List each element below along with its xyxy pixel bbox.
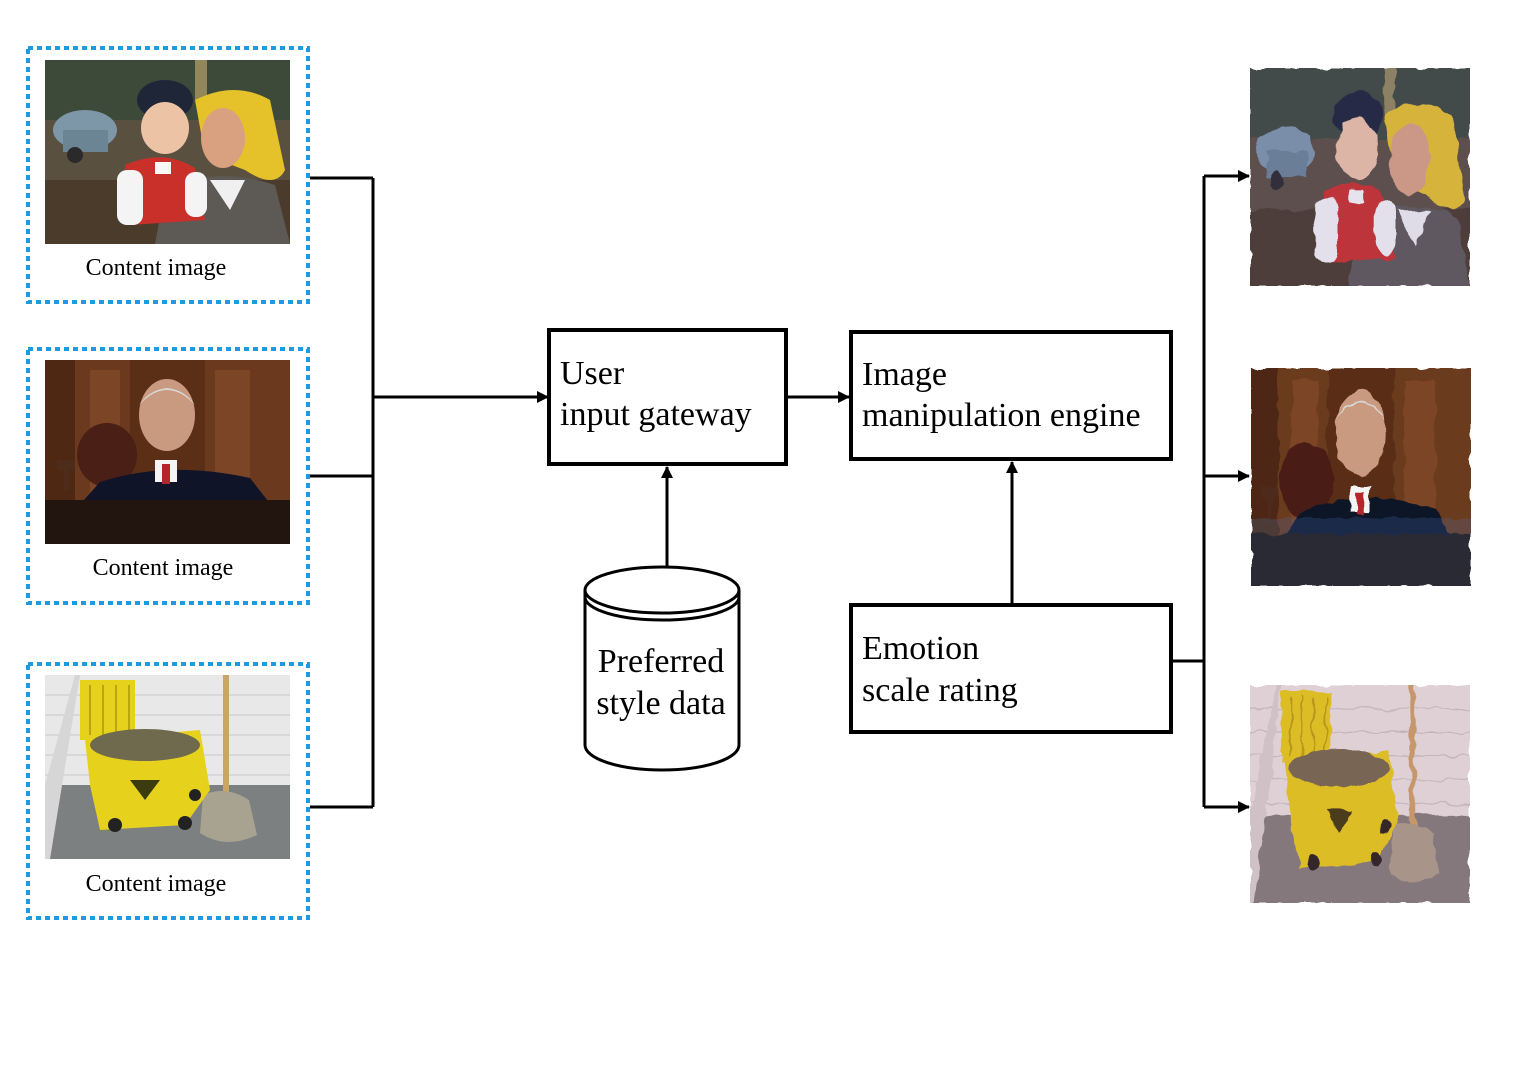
gateway-label-line1: User: [560, 355, 625, 392]
style-data-label-line2: style data: [596, 685, 725, 722]
emotion-label-line2: scale rating: [862, 672, 1018, 709]
input-frame-3: Content image: [26, 662, 310, 920]
gateway-label-line2: input gateway: [560, 396, 752, 433]
input-frame-1: Content image: [26, 46, 310, 304]
content-image-mother-child: [45, 60, 290, 244]
content-image-judge: [45, 360, 290, 544]
emotion-label-line1: Emotion: [862, 630, 979, 667]
emotion-scale-rating-box: Emotion scale rating: [849, 603, 1173, 734]
input-caption: Content image: [86, 871, 227, 897]
output-image-mop-bucket: [1250, 685, 1470, 903]
image-manipulation-engine-box: Image manipulation engine: [849, 330, 1173, 461]
output-image-mother-child: [1250, 68, 1470, 286]
input-merge-connector: [310, 176, 549, 809]
engine-label-line2: manipulation engine: [862, 397, 1141, 434]
input-caption: Content image: [93, 555, 234, 581]
content-image-mop-bucket: [45, 675, 290, 859]
preferred-style-data-cylinder: Preferred style data: [583, 565, 741, 772]
output-split-connector: [1173, 170, 1250, 813]
style-data-label-line1: Preferred: [598, 643, 724, 680]
input-frame-2: Content image: [26, 347, 310, 605]
input-caption: Content image: [86, 255, 227, 281]
engine-label-line1: Image: [862, 356, 947, 393]
user-input-gateway-box: User input gateway: [547, 328, 788, 466]
output-image-judge: [1251, 368, 1471, 586]
